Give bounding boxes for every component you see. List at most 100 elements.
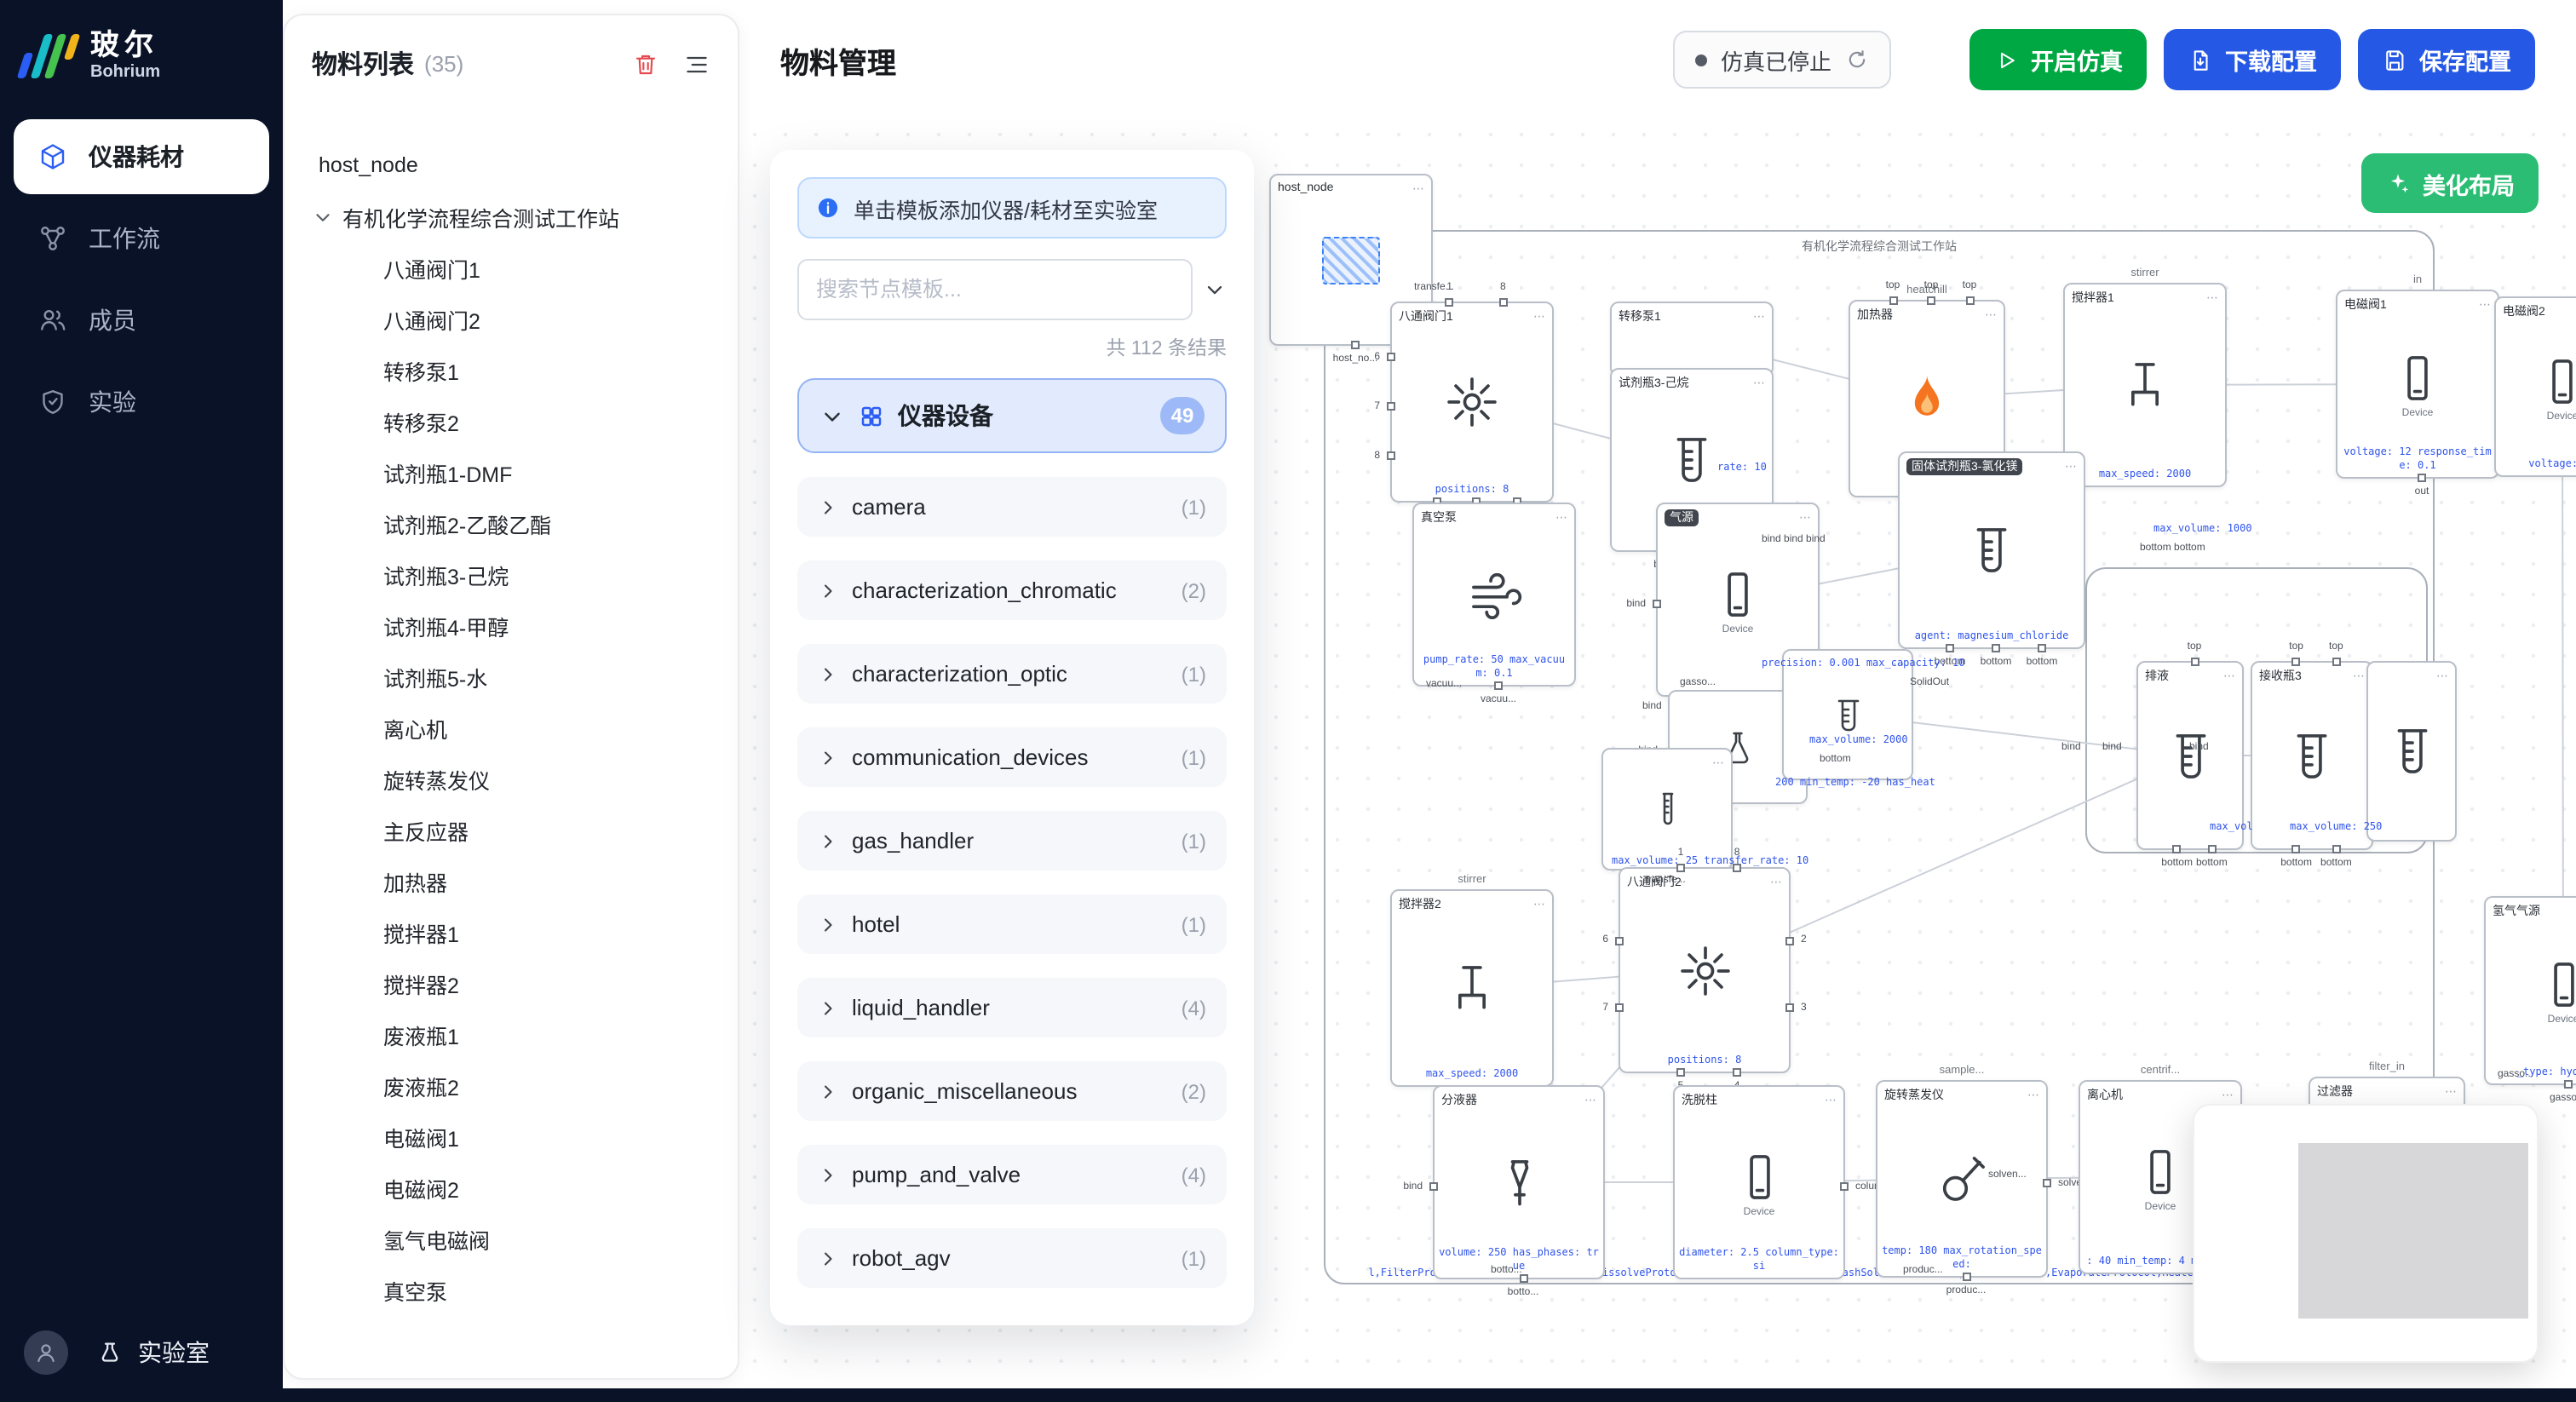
tree-item[interactable]: 主反应器 xyxy=(383,820,469,844)
node-port[interactable]: top xyxy=(2188,642,2201,666)
node-port[interactable]: top xyxy=(2289,642,2303,666)
node-port[interactable]: bind xyxy=(1626,599,1661,609)
node-port[interactable]: top xyxy=(1963,281,1976,305)
tree-item[interactable]: 搅拌器2 xyxy=(383,974,459,997)
node-menu-icon[interactable]: ⋯ xyxy=(1799,512,1811,524)
node-menu-icon[interactable]: ⋯ xyxy=(2353,670,2365,682)
canvas-node-valve2[interactable]: 八通阀门2⋯positions: 818672354 xyxy=(1602,848,1807,1092)
list-settings-icon[interactable] xyxy=(683,50,710,78)
node-port[interactable]: bottom xyxy=(2161,845,2193,869)
avatar[interactable] xyxy=(24,1330,68,1375)
node-menu-icon[interactable]: ⋯ xyxy=(1985,309,1997,321)
template-group-characterization_optic[interactable]: characterization_optic(1) xyxy=(797,644,1227,704)
template-group-communication_devices[interactable]: communication_devices(1) xyxy=(797,727,1227,787)
template-group-characterization_chromatic[interactable]: characterization_chromatic(2) xyxy=(797,560,1227,620)
tree-group-workstation[interactable]: 有机化学流程综合测试工作站 xyxy=(312,191,710,242)
canvas-node-recv4[interactable]: ⋯ xyxy=(2366,661,2457,842)
tree-item[interactable]: 旋转蒸发仪 xyxy=(383,769,491,793)
tree-item[interactable]: 试剂瓶4-甲醇 xyxy=(383,616,509,640)
tree-item[interactable]: 搅拌器1 xyxy=(383,922,459,946)
node-port[interactable]: out xyxy=(2415,474,2429,497)
tree-item[interactable]: 八通阀门1 xyxy=(383,258,480,282)
minimap[interactable] xyxy=(2193,1104,2539,1363)
sidebar-item-members[interactable]: 成员 xyxy=(14,283,269,358)
template-group-hotel[interactable]: hotel(1) xyxy=(797,894,1227,954)
node-port[interactable]: 1 xyxy=(1445,283,1454,307)
node-port[interactable]: 7 xyxy=(1602,1003,1624,1014)
node-menu-icon[interactable]: ⋯ xyxy=(2223,670,2235,682)
tree-item[interactable]: 试剂瓶1-DMF xyxy=(383,463,513,486)
node-port[interactable]: 6 xyxy=(1374,352,1395,362)
tree-item[interactable]: 真空泵 xyxy=(383,1280,448,1304)
node-menu-icon[interactable]: ⋯ xyxy=(2479,299,2491,311)
node-port[interactable]: top xyxy=(1886,281,1900,305)
template-group-camera[interactable]: camera(1) xyxy=(797,477,1227,537)
canvas-node-cyl1[interactable]: ⋯ xyxy=(1601,748,1733,871)
node-port[interactable]: bottom xyxy=(2027,644,2057,668)
download-config-button[interactable]: 下载配置 xyxy=(2164,29,2341,90)
node-port[interactable]: bottom xyxy=(1981,644,2011,668)
tree-item[interactable]: 电磁阀2 xyxy=(383,1178,459,1202)
beautify-layout-button[interactable]: 美化布局 xyxy=(2361,153,2539,213)
node-port[interactable]: 8 xyxy=(1733,848,1742,872)
tree-item[interactable]: 氢气电磁阀 xyxy=(383,1229,491,1253)
lab-entry[interactable]: 实验室 xyxy=(95,1336,210,1370)
refresh-icon[interactable] xyxy=(1845,48,1869,72)
save-config-button[interactable]: 保存配置 xyxy=(2358,29,2535,90)
node-port[interactable]: 2 xyxy=(1785,935,1807,945)
canvas-node-beaker1[interactable]: ⋯ xyxy=(1782,649,1913,780)
node-menu-icon[interactable]: ⋯ xyxy=(2027,1089,2039,1101)
tree-item[interactable]: 试剂瓶5-水 xyxy=(383,667,488,691)
node-menu-icon[interactable]: ⋯ xyxy=(1893,658,1905,670)
template-group-robot_agv[interactable]: robot_agv(1) xyxy=(797,1228,1227,1288)
tree-item[interactable]: 加热器 xyxy=(383,871,448,895)
template-search-input[interactable] xyxy=(797,259,1193,320)
node-port[interactable]: host_no... xyxy=(1333,341,1377,365)
node-menu-icon[interactable]: ⋯ xyxy=(2445,1086,2457,1098)
node-port[interactable]: botto... xyxy=(1508,1274,1538,1298)
node-menu-icon[interactable]: ⋯ xyxy=(1753,311,1765,323)
node-menu-icon[interactable]: ⋯ xyxy=(1825,1095,1837,1106)
tree-item[interactable]: 试剂瓶2-乙酸乙酯 xyxy=(383,514,552,537)
node-port[interactable]: 8 xyxy=(1498,283,1508,307)
tree-item[interactable]: 离心机 xyxy=(383,718,448,742)
template-group-liquid_handler[interactable]: liquid_handler(4) xyxy=(797,978,1227,1037)
node-port[interactable]: bottom xyxy=(2320,845,2352,869)
sidebar-item-experiment[interactable]: 实验 xyxy=(14,365,269,440)
template-group-organic_miscellaneous[interactable]: organic_miscellaneous(2) xyxy=(797,1061,1227,1121)
node-menu-icon[interactable]: ⋯ xyxy=(2436,670,2448,682)
node-menu-icon[interactable]: ⋯ xyxy=(2222,1089,2234,1101)
node-port[interactable]: 7 xyxy=(1374,401,1395,411)
node-menu-icon[interactable]: ⋯ xyxy=(1770,876,1782,888)
node-menu-icon[interactable]: ⋯ xyxy=(1584,1095,1596,1106)
template-group-pump_and_valve[interactable]: pump_and_valve(4) xyxy=(797,1145,1227,1204)
chevron-collapse-icon[interactable] xyxy=(1203,278,1227,302)
start-simulation-button[interactable]: 开启仿真 xyxy=(1969,29,2147,90)
minimap-viewport[interactable] xyxy=(2298,1143,2528,1319)
tree-item[interactable]: 转移泵1 xyxy=(383,360,459,384)
tree-item-host-node[interactable]: host_node xyxy=(319,153,418,177)
node-port[interactable]: 4 xyxy=(1733,1068,1742,1092)
tree-item[interactable]: 废液瓶1 xyxy=(383,1025,459,1049)
node-port[interactable]: colum... xyxy=(1840,1181,1891,1192)
node-port[interactable]: 3 xyxy=(1785,1003,1807,1014)
tree-item[interactable]: 废液瓶2 xyxy=(383,1076,459,1100)
trash-icon[interactable] xyxy=(632,50,659,78)
node-menu-icon[interactable]: ⋯ xyxy=(2065,461,2077,473)
node-port[interactable]: bottom xyxy=(1935,644,1965,668)
node-port[interactable]: 1 xyxy=(1676,848,1685,872)
node-port[interactable]: vacuu... xyxy=(1481,681,1516,705)
node-menu-icon[interactable]: ⋯ xyxy=(1712,757,1724,769)
node-port[interactable]: bind xyxy=(1403,1181,1438,1192)
